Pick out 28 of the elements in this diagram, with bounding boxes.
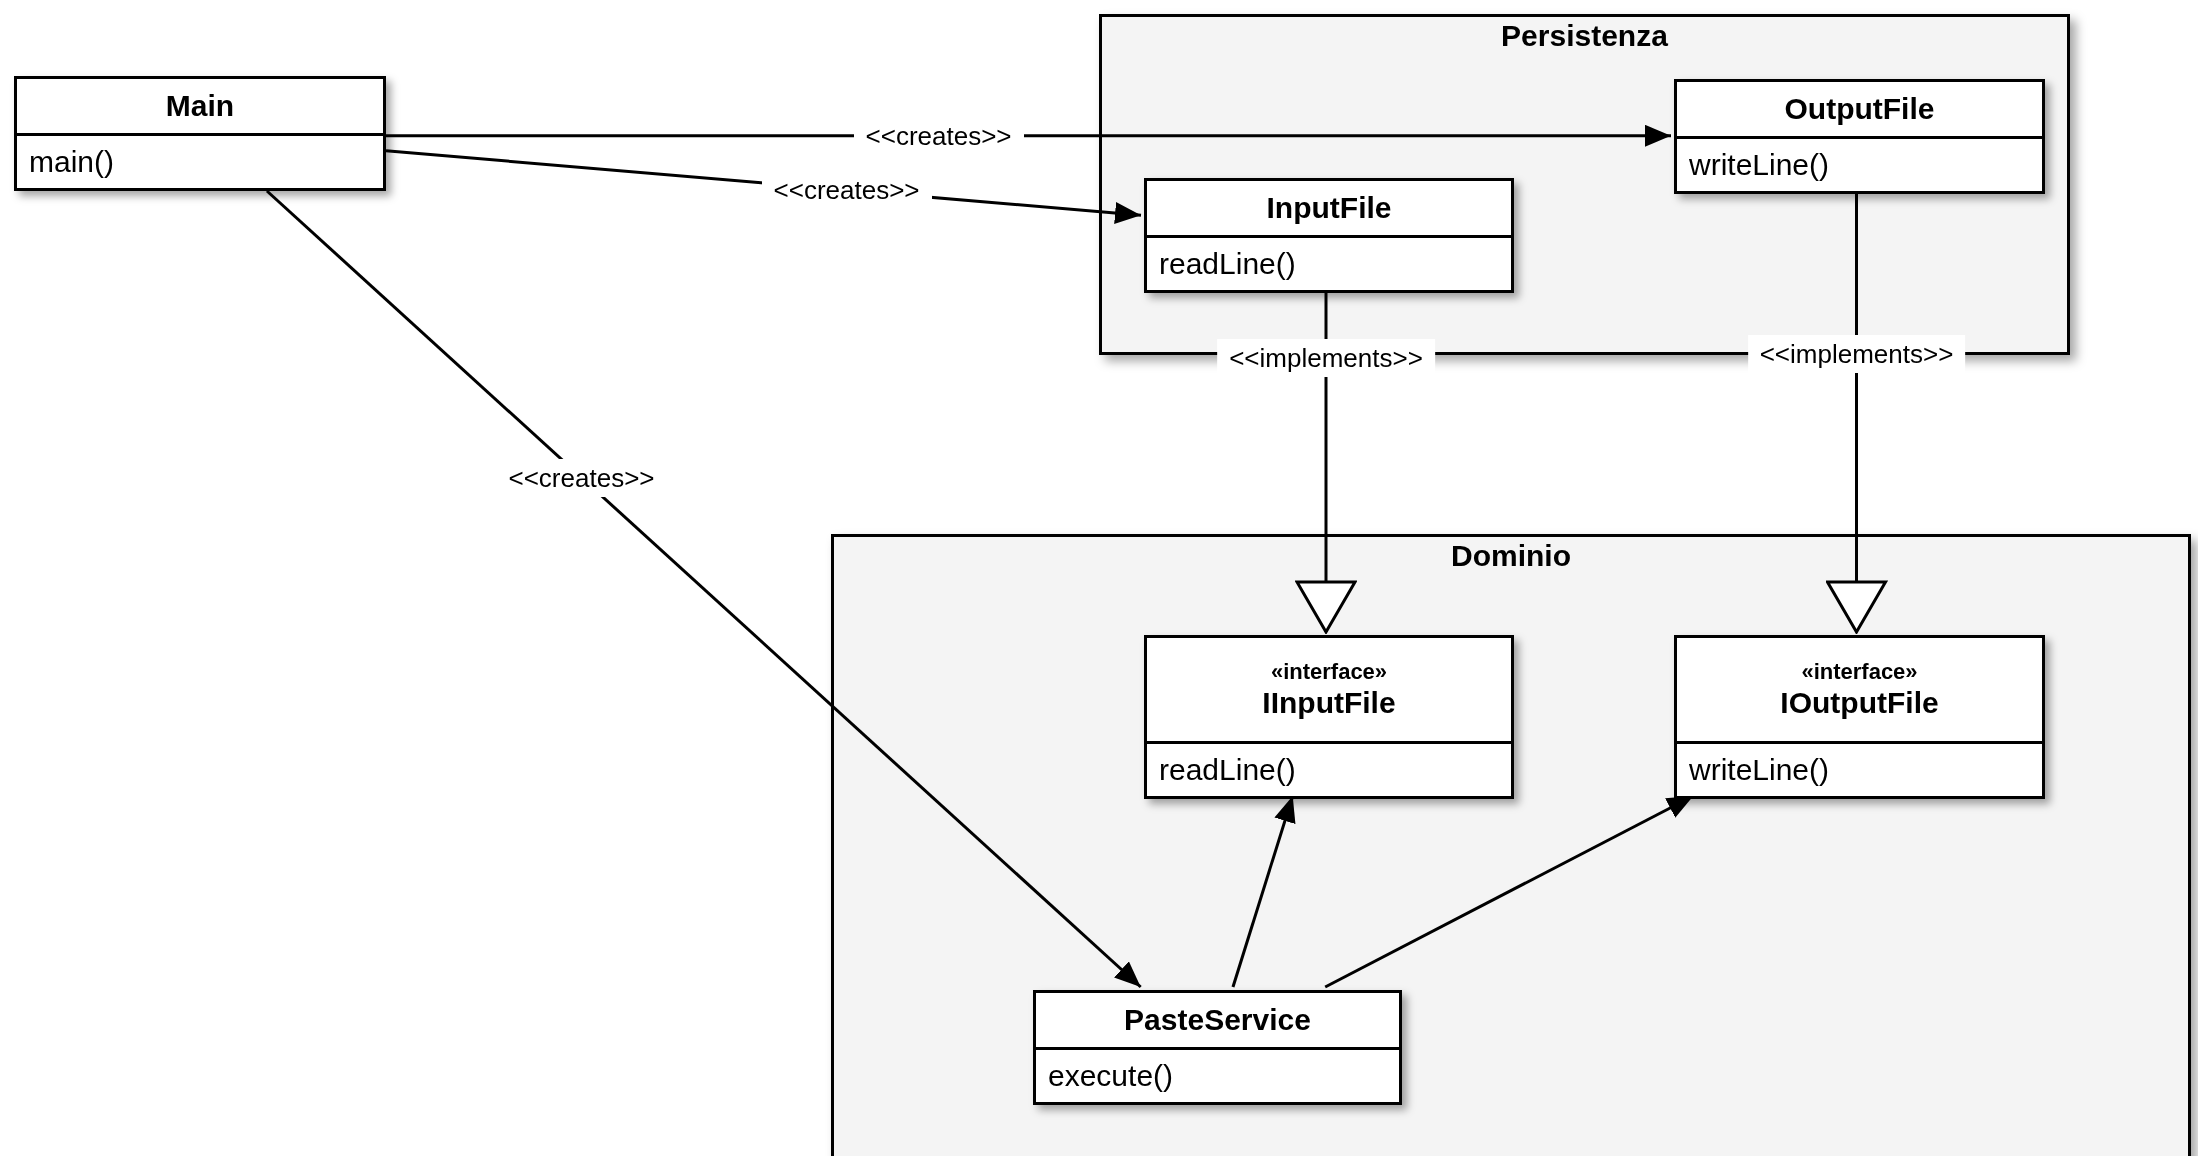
method-label: execute() bbox=[1048, 1058, 1174, 1094]
class-name: IOutputFile bbox=[1780, 684, 1939, 721]
class-box bbox=[1674, 635, 2045, 799]
connector-arrow bbox=[1826, 191, 1887, 634]
method-label: readLine() bbox=[1159, 752, 1296, 788]
package-title: Dominio bbox=[1450, 538, 1572, 574]
class-box bbox=[1144, 635, 1514, 799]
method-label: readLine() bbox=[1159, 246, 1296, 282]
class-name: Main bbox=[165, 88, 235, 124]
stereotype-label: «interface» bbox=[1801, 658, 1918, 685]
class-box bbox=[1674, 79, 2045, 194]
method-label: writeLine() bbox=[1689, 147, 1830, 183]
class-name: InputFile bbox=[1266, 190, 1392, 226]
package-frame bbox=[831, 534, 2191, 1156]
class-name: PasteService bbox=[1124, 1002, 1311, 1038]
class-box bbox=[1033, 990, 1402, 1105]
class-name: OutputFile bbox=[1784, 91, 1935, 127]
connector-arrow bbox=[265, 189, 1142, 989]
class-box bbox=[1144, 178, 1514, 293]
package-title: Persistenza bbox=[1500, 18, 1669, 54]
edge-label: <<implements>> bbox=[1217, 339, 1435, 378]
method-label: writeLine() bbox=[1689, 752, 1830, 788]
class-name: IInputFile bbox=[1262, 684, 1396, 721]
connector-arrow bbox=[1295, 290, 1357, 634]
method-label: main() bbox=[29, 144, 114, 180]
stereotype-label: «interface» bbox=[1270, 658, 1388, 685]
edge-label: <<implements>> bbox=[1747, 335, 1966, 374]
class-box bbox=[14, 76, 386, 191]
